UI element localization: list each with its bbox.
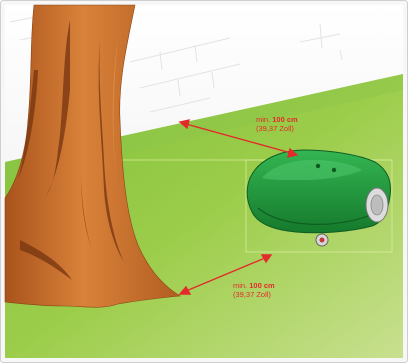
bottom-distance-prefix: min.: [233, 281, 247, 290]
mower-button-icon: [332, 168, 336, 172]
top-distance-imperial: (39,37 Zoll): [256, 124, 294, 133]
bottom-distance-value: 100 cm: [249, 281, 274, 290]
mower-button-icon: [316, 164, 320, 168]
top-distance-prefix: min.: [256, 115, 270, 124]
bottom-distance-imperial: (39,37 Zoll): [233, 290, 271, 299]
top-distance-label: min. 100 cm (39,37 Zoll): [256, 115, 298, 133]
bottom-distance-label: min. 100 cm (39,37 Zoll): [233, 281, 275, 299]
top-distance-value: 100 cm: [272, 115, 297, 124]
